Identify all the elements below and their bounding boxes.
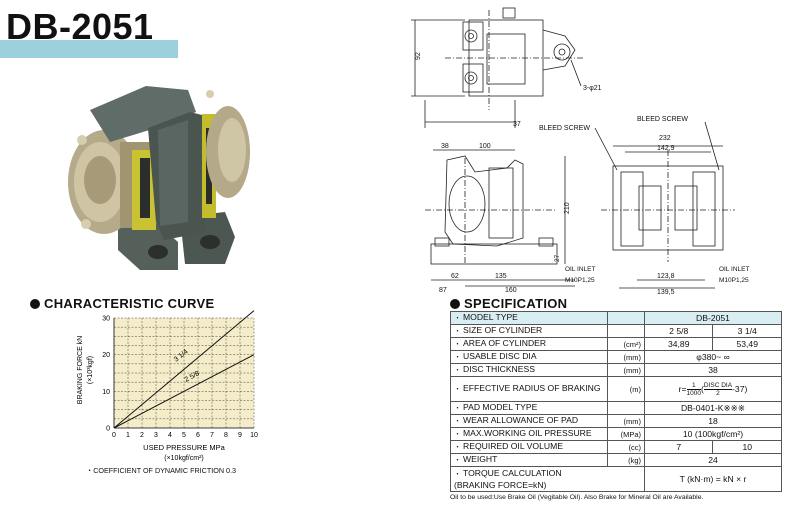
dim-87: 87 bbox=[439, 287, 447, 294]
curve-heading: CHARACTERISTIC CURVE bbox=[30, 296, 214, 311]
top-view bbox=[411, 7, 585, 128]
dim-92: 92 bbox=[415, 52, 422, 60]
x-tick-label: 1 bbox=[126, 432, 130, 439]
characteristic-curve-chart: 0 1 2 3 4 5 6 7 8 9 10 0 10 20 30 BRAKING FORCE kN (×1… bbox=[77, 310, 258, 462]
x-tick-label: 10 bbox=[250, 432, 258, 439]
dim-62: 62 bbox=[451, 273, 459, 280]
y-tick-label: 0 bbox=[106, 426, 110, 433]
series-line bbox=[113, 354, 255, 429]
spec-heading: SPECIFICATION bbox=[450, 296, 567, 311]
series-line bbox=[113, 310, 255, 429]
spec-row-weight: ・WEIGHT (kg) 24 bbox=[450, 453, 782, 467]
oil-inlet-right-label: OIL INLET bbox=[719, 266, 749, 273]
bleed-screw-left-label: BLEED SCREW bbox=[539, 125, 590, 132]
spec-row-max-pressure: ・MAX.WORKING OIL PRESSURE (MPa) 10 (100k… bbox=[450, 427, 782, 441]
spec-row-oil-volume: ・REQUIRED OIL VOLUME (cc) 7 10 bbox=[450, 440, 782, 454]
x-tick-label: 3 bbox=[154, 432, 158, 439]
side-view bbox=[594, 121, 735, 289]
dim-139-5: 139,5 bbox=[657, 289, 675, 296]
y-tick-label: 10 bbox=[102, 389, 110, 396]
spec-table: ・MODEL TYPE DB-2051 ・SIZE OF CYLINDER 2 … bbox=[450, 311, 782, 492]
dim-37: 37 bbox=[513, 121, 521, 128]
dim-210: 210 bbox=[564, 202, 571, 214]
title-underline-bar bbox=[0, 40, 178, 58]
chart-series bbox=[113, 310, 255, 429]
dim-232: 232 bbox=[659, 135, 671, 142]
y-tick-label: 30 bbox=[102, 316, 110, 323]
product-photo bbox=[68, 86, 250, 270]
bleed-screw-right-label: BLEED SCREW bbox=[637, 116, 688, 123]
y-axis-label: BRAKING FORCE kN bbox=[77, 336, 84, 404]
y-axis-sublabel: (×10³kgf) bbox=[87, 356, 94, 384]
x-tick-label: 0 bbox=[112, 432, 116, 439]
dim-142-9: 142,9 bbox=[657, 145, 675, 152]
dim-135: 135 bbox=[495, 273, 507, 280]
spec-row-wear: ・WEAR ALLOWANCE OF PAD (mm) 18 bbox=[450, 414, 782, 428]
x-tick-label: 2 bbox=[140, 432, 144, 439]
spec-footnote: Oil to be used:Use Brake Oil (Vegitable … bbox=[450, 494, 704, 501]
x-tick-label: 9 bbox=[238, 432, 242, 439]
x-tick-label: 4 bbox=[168, 432, 172, 439]
oil-inlet-left-thread: M10P1,25 bbox=[565, 277, 595, 284]
x-tick-label: 5 bbox=[182, 432, 186, 439]
front-view bbox=[425, 149, 575, 287]
bullet-icon bbox=[30, 298, 40, 309]
spec-row-disc-thickness: ・DISC THICKNESS (mm) 38 bbox=[450, 363, 782, 377]
bullet-icon bbox=[450, 298, 460, 309]
spec-row-pad-model: ・PAD MODEL TYPE DB-0401-K※※※ bbox=[450, 401, 782, 415]
page-title: DB-2051 bbox=[6, 6, 154, 47]
x-axis-sublabel: (×10kgf/cm²) bbox=[164, 455, 203, 462]
y-tick-label: 20 bbox=[102, 352, 110, 359]
spec-row-area: ・AREA OF CYLINDER (cm²) 34,89 53,49 bbox=[450, 337, 782, 351]
x-tick-label: 7 bbox=[210, 432, 214, 439]
oil-inlet-left-label: OIL INLET bbox=[565, 266, 595, 273]
dim-27: 27 bbox=[554, 254, 561, 262]
spec-row-size: ・SIZE OF CYLINDER 2 5/8 3 1/4 bbox=[450, 324, 782, 338]
holes-callout: 3-φ21 bbox=[583, 85, 602, 92]
friction-note: ・COEFFICIENT OF DYNAMIC FRICTION 0.3 bbox=[86, 466, 237, 475]
dim-38: 38 bbox=[441, 143, 449, 150]
x-axis-label: USED PRESSURE MPa bbox=[143, 443, 226, 452]
spec-row-model: ・MODEL TYPE DB-2051 bbox=[450, 311, 782, 325]
oil-inlet-right-thread: M10P1,25 bbox=[719, 277, 749, 284]
dim-160: 160 bbox=[505, 287, 517, 294]
chart-ticks: 0 1 2 3 4 5 6 7 8 9 10 0 10 20 30 bbox=[102, 316, 258, 440]
x-tick-label: 6 bbox=[196, 432, 200, 439]
dim-100: 100 bbox=[479, 143, 491, 150]
spec-row-torque: ・TORQUE CALCULATION(BRAKING FORCE=kN) T … bbox=[450, 466, 782, 492]
x-tick-label: 8 bbox=[224, 432, 228, 439]
spec-row-disc-dia: ・USABLE DISC DIA (mm) φ380~ ∞ bbox=[450, 350, 782, 364]
dim-123-8: 123,8 bbox=[657, 273, 675, 280]
technical-drawing: 92 37 3-φ21 38 100 210 27 62 135 87 160 … bbox=[411, 7, 749, 296]
chart-grid bbox=[113, 317, 255, 429]
